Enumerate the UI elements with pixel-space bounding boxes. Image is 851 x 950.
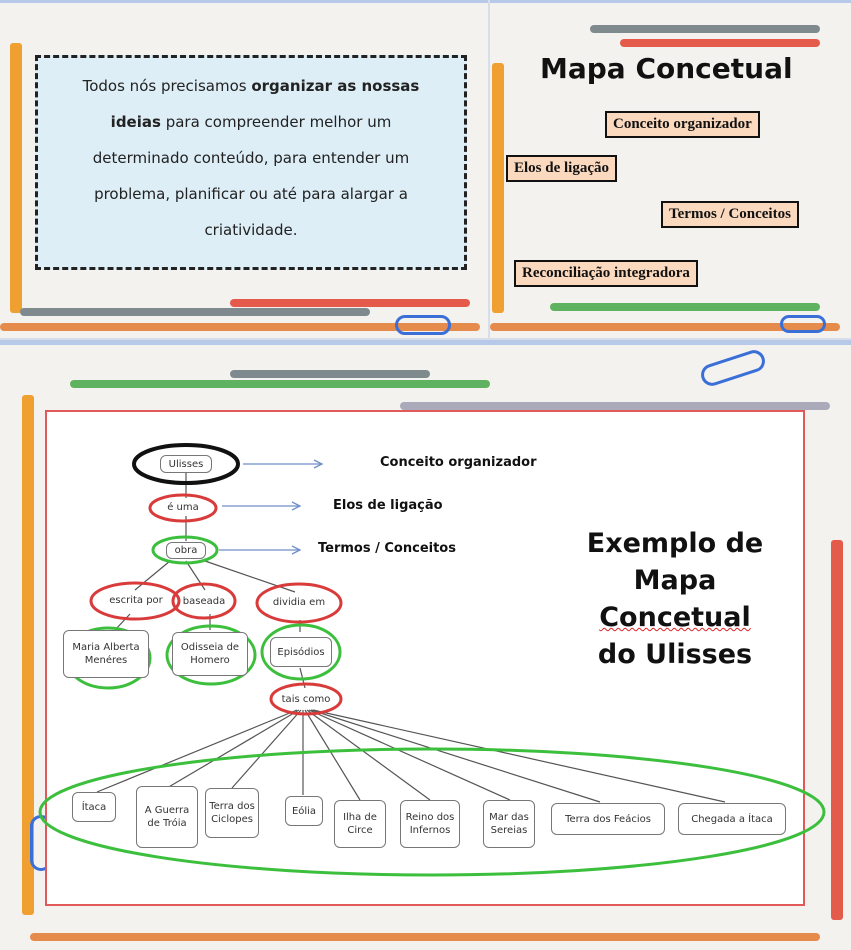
- intro-panel: Todos nós precisamos organizar as nossas…: [0, 0, 488, 338]
- node-baseada: baseada: [182, 595, 226, 607]
- legend-elos-de-ligacao: Elos de ligação: [333, 498, 443, 513]
- node-dividia-em: dividia em: [272, 596, 326, 608]
- node-episodios: Episódios: [270, 637, 332, 667]
- paperclip-decoration: [395, 315, 451, 335]
- pencil-decoration: [492, 63, 504, 313]
- legend-termos-conceitos: Termos / Conceitos: [318, 541, 456, 556]
- pencil-decoration: [230, 370, 430, 378]
- pencil-decoration: [30, 933, 820, 941]
- tag-termos-conceitos: Termos / Conceitos: [661, 201, 799, 228]
- pencil-decoration: [550, 303, 820, 311]
- pencil-decoration: [10, 43, 22, 313]
- pencil-decoration: [490, 323, 840, 331]
- node-escrita-por: escrita por: [109, 594, 163, 606]
- pencil-decoration: [400, 402, 830, 410]
- pencil-decoration: [70, 380, 490, 388]
- pencil-decoration: [590, 25, 820, 33]
- paperclip-decoration: [780, 315, 826, 333]
- episode-chegada-a-itaca: Chegada a Ítaca: [678, 803, 786, 835]
- episode-itaca: Ítaca: [72, 792, 116, 822]
- legend-conceito-organizador: Conceito organizador: [380, 455, 537, 470]
- example-title: Exemplo de Mapa Concetual do Ulisses: [586, 528, 764, 670]
- episode-ilha-de-circe: Ilha de Circe: [334, 800, 386, 848]
- pencil-decoration: [230, 299, 470, 307]
- pencil-decoration: [22, 395, 34, 915]
- node-ulisses: Ulisses: [160, 455, 212, 473]
- node-odisseia-de-homero: Odisseia de Homero: [172, 632, 248, 676]
- episode-terra-dos-ciclopes: Terra dos Ciclopes: [205, 788, 259, 838]
- episode-guerra-de-troia: A Guerra de Tróia: [136, 786, 198, 848]
- node-e-uma: é uma: [167, 502, 199, 513]
- node-tais-como: tais como: [281, 693, 331, 705]
- node-maria-alberta-meneres: Maria Alberta Menéres: [63, 630, 149, 678]
- tag-elos-de-ligacao: Elos de ligação: [506, 155, 618, 182]
- pencil-decoration: [620, 39, 820, 47]
- pencil-decoration: [831, 540, 843, 920]
- node-obra: obra: [166, 542, 206, 559]
- legend-panel-title: Mapa Concetual: [540, 52, 793, 85]
- intro-text-box: Todos nós precisamos organizar as nossas…: [35, 55, 467, 270]
- episode-mar-das-sereias: Mar das Sereias: [483, 800, 535, 848]
- tag-reconciliacao-integradora: Reconciliação integradora: [514, 260, 698, 287]
- tag-conceito-organizador: Conceito organizador: [605, 111, 760, 138]
- episode-terra-dos-feacios: Terra dos Feácios: [551, 803, 665, 835]
- episode-eolia: Eólia: [285, 796, 323, 826]
- episode-reino-dos-infernos: Reino dos Infernos: [400, 800, 460, 848]
- pencil-decoration: [20, 308, 370, 316]
- pencil-decoration: [0, 323, 480, 331]
